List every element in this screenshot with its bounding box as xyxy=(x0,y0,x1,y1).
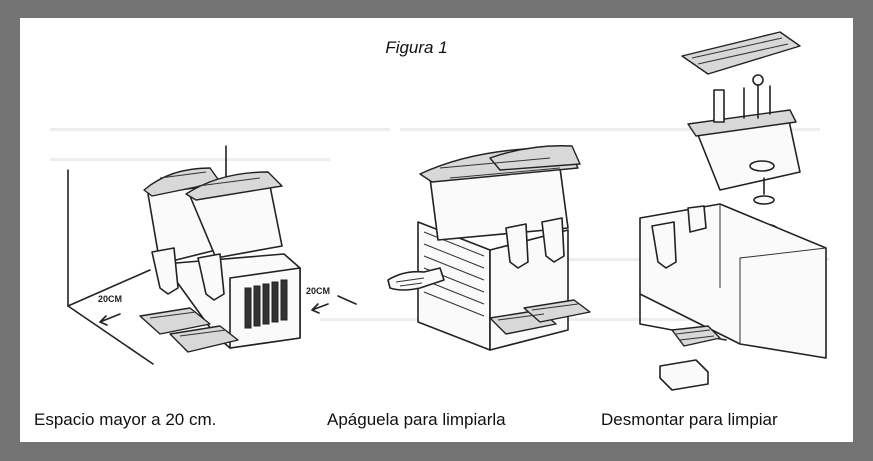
figure-title: Figura 1 xyxy=(385,38,448,57)
clearance-label-right: 20CM xyxy=(306,286,330,296)
clearance-label-left: 20CM xyxy=(98,294,122,304)
caption-clearance: Espacio mayor a 20 cm. xyxy=(34,410,217,429)
dispenser-cleaning-illustration xyxy=(387,145,591,351)
caption-disassemble: Desmontar para limpiar xyxy=(601,410,778,429)
figure-illustrations: 20CM 20CM xyxy=(50,31,830,391)
dispenser-disassembly-illustration xyxy=(639,31,827,391)
caption-turn-off: Apáguela para limpiarla xyxy=(327,410,506,429)
dispenser-clearance-illustration: 20CM 20CM xyxy=(67,145,357,365)
figure-panel: Figura 1 xyxy=(20,18,853,442)
